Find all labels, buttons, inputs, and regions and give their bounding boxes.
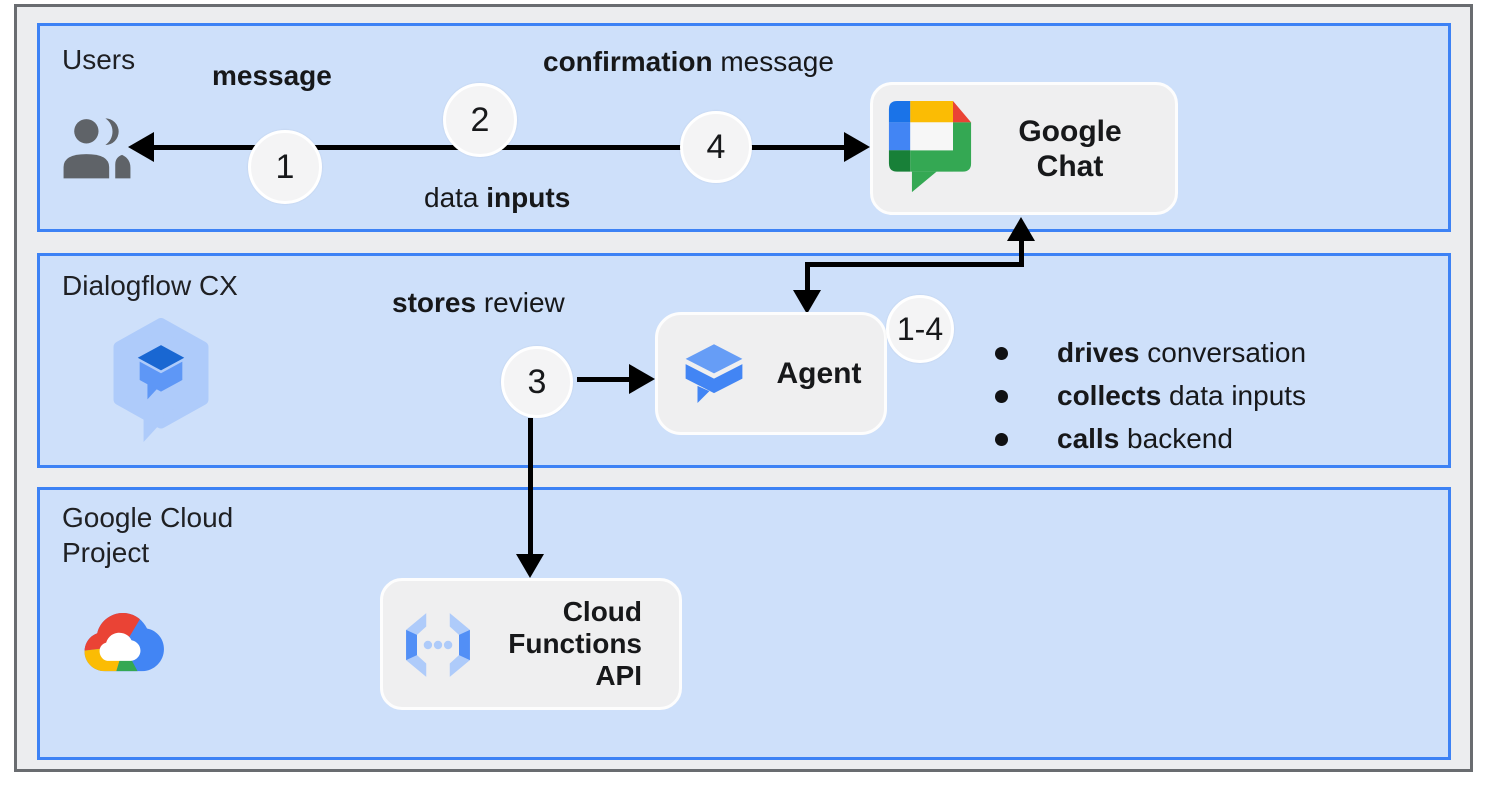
connector-chat-agent-horizontal <box>805 262 1024 267</box>
bullet-dot-icon <box>995 389 1008 403</box>
arrowhead-left-icon <box>128 132 154 162</box>
connector-chat-agent-up-segment <box>1019 240 1024 267</box>
agent-bullet-3: calls backend <box>995 423 1233 455</box>
label-stores-rest: review <box>476 287 565 318</box>
label-stores-review: stores review <box>392 287 565 319</box>
cloud-functions-title: Cloud Functions API <box>470 578 662 710</box>
arrowhead-functions-top-icon <box>516 554 544 578</box>
agent-bullet-2-rest: data inputs <box>1161 380 1307 411</box>
agent-title-text: Agent <box>776 357 862 390</box>
band-dialogflow-label: Dialogflow CX <box>62 270 238 301</box>
agent-title: Agent <box>757 312 881 435</box>
band-gcp-label-line1: Google Cloud <box>62 502 234 533</box>
google-chat-icon <box>888 101 972 193</box>
google-chat-title-line2: Chat <box>1036 149 1104 183</box>
label-data-lead: data <box>424 182 487 213</box>
cloud-functions-title-line1: Cloud <box>562 596 642 627</box>
label-confirmation-rest: message <box>712 46 834 77</box>
label-confirmation-bold: confirmation <box>543 46 713 77</box>
agent-bullet-2-text: collects data inputs <box>1057 380 1306 412</box>
arrow-3-to-agent-line <box>577 377 629 382</box>
agent-bullet-1-text: drives conversation <box>1057 337 1306 369</box>
arrow-3-to-functions-line <box>528 418 533 554</box>
step-marker-1: 1 <box>248 130 322 204</box>
bullet-dot-icon <box>995 346 1008 360</box>
arrowhead-into-agent-icon <box>793 290 821 314</box>
agent-bullet-3-text: calls backend <box>1057 423 1233 455</box>
cloud-functions-icon <box>406 613 470 677</box>
step-marker-2: 2 <box>443 83 517 157</box>
cloud-functions-title-line2: Functions <box>508 628 642 659</box>
band-google-cloud-project <box>37 487 1451 760</box>
agent-bullet-3-bold: calls <box>1057 423 1120 454</box>
agent-bullet-3-rest: backend <box>1119 423 1233 454</box>
dialogflow-agent-icon <box>685 344 743 404</box>
label-data-inputs: data inputs <box>424 182 570 214</box>
agent-bullet-1: drives conversation <box>995 337 1306 369</box>
agent-bullet-1-bold: drives <box>1057 337 1140 368</box>
step-marker-3: 3 <box>501 346 573 418</box>
step-marker-4: 4 <box>680 111 752 183</box>
band-gcp-label: Google Cloud Project <box>62 500 233 570</box>
arrowhead-right-icon <box>844 132 870 162</box>
google-chat-title-line1: Google <box>1018 114 1122 148</box>
cloud-functions-title-line3: API <box>595 660 642 691</box>
band-users-label: Users <box>62 44 136 75</box>
arrowhead-agent-left-icon <box>629 364 655 394</box>
arrowhead-into-chat-icon <box>1007 217 1035 241</box>
dialogflow-cx-icon <box>113 318 209 443</box>
agent-bullet-2: collects data inputs <box>995 380 1306 412</box>
label-data-bold: inputs <box>486 182 571 213</box>
users-icon <box>63 118 131 179</box>
agent-bullet-1-rest: conversation <box>1139 337 1307 368</box>
bullet-dot-icon <box>995 432 1008 446</box>
step-marker-1-4: 1-4 <box>886 295 954 363</box>
google-cloud-icon <box>84 612 164 672</box>
band-gcp-label-line2: Project <box>62 537 150 568</box>
label-confirmation-message: confirmation message <box>543 46 834 78</box>
label-stores-bold: stores <box>392 287 477 318</box>
label-message: message <box>212 60 332 91</box>
agent-bullet-2-bold: collects <box>1057 380 1162 411</box>
google-chat-title: Google Chat <box>975 82 1165 215</box>
connector-chat-agent-down-segment <box>805 262 810 292</box>
